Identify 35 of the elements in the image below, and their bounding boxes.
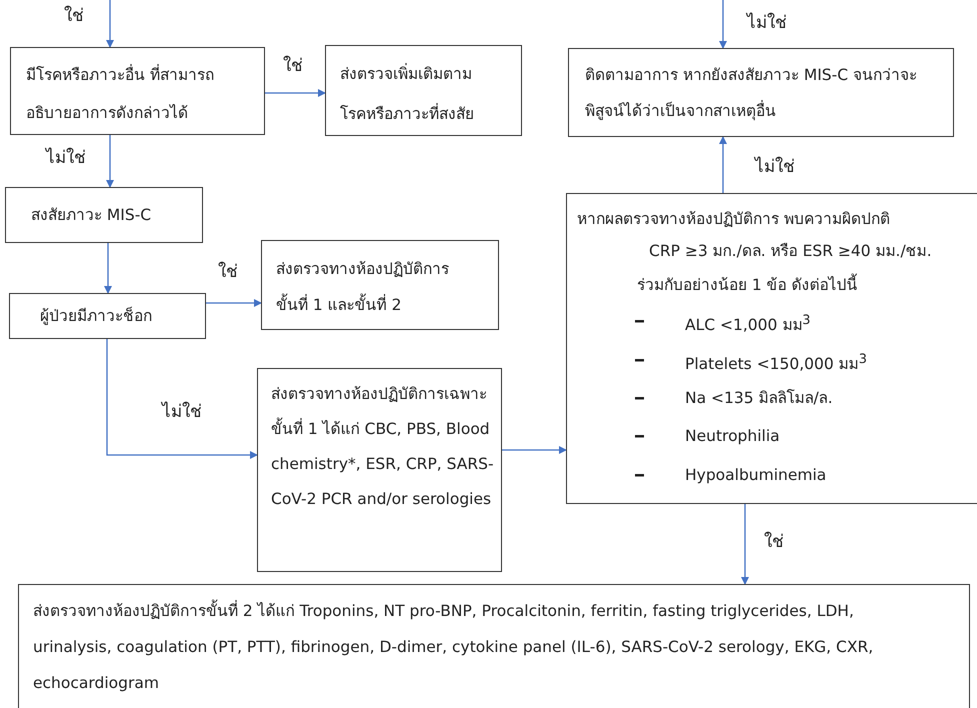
list-item: Na <135 มิลลิโมล/ล. xyxy=(685,388,833,409)
list-item: ALC <1,000 มม$^{3}$ xyxy=(685,312,810,336)
box-text: ร่วมกับอย่างน้อย 1 ข้อ ดังต่อไปนี้ xyxy=(637,272,858,298)
arrow xyxy=(741,504,749,585)
list-item: Platelets <150,000 มม$^{3}$ xyxy=(685,351,867,376)
box-text: ส่งตรวจทางห้องปฏิบัติการขั้นที่ 1 และขั้นที่ 2 xyxy=(276,259,450,316)
process-box xyxy=(257,368,502,572)
arrow xyxy=(265,89,326,97)
process-box xyxy=(325,45,522,136)
arrow xyxy=(719,136,727,193)
arrow xyxy=(502,446,567,454)
arrow xyxy=(106,0,114,48)
list-item: Neutrophilia xyxy=(685,426,780,447)
box-text: ติดตามอาการ หากยังสงสัยภาวะ MIS-C จนกว่าจะพิสูจน์ได้ว่าเป็นจากสาเหตุอื่น xyxy=(585,65,918,122)
arrow xyxy=(206,299,262,307)
box-text: ส่งตรวจทางห้องปฏิบัติการเฉพาะขั้นที่ 1 ได้แก่ CBC, PBS, Blood chemistry*, ESR, CRP, SARS-CoV-2 PCR and/or serologies xyxy=(271,384,495,510)
arrow xyxy=(106,135,114,188)
process-box xyxy=(5,187,203,243)
box-text: มีโรคหรือภาวะอื่น ที่สามารถอธิบายอาการดังกล่าวได้ xyxy=(26,63,215,124)
box-text: ส่งตรวจเพิ่มเติมตามโรคหรือภาวะที่สงสัย xyxy=(340,62,475,125)
process-box xyxy=(568,48,954,137)
process-box xyxy=(566,193,977,504)
process-box xyxy=(18,584,970,708)
arrow xyxy=(106,339,258,459)
arrow xyxy=(719,0,727,49)
box-text: CRP ≥3 มก./ดล. หรือ ESR ≥40 มม./ชม. xyxy=(649,241,932,262)
process-box xyxy=(9,293,206,339)
process-box xyxy=(261,240,499,330)
list-item: Hypoalbuminemia xyxy=(685,465,826,486)
box-text: หากผลตรวจทางห้องปฏิบัติการ พบความผิดปกติ xyxy=(577,209,890,230)
box-text: ผู้ป่วยมีภาวะช็อก xyxy=(40,306,153,327)
arrow xyxy=(104,243,112,294)
box-text: ส่งตรวจทางห้องปฏิบัติการขั้นที่ 2 ได้แก่ Troponins, NT pro-BNP, Procalcitonin, ferritin, fasting triglycerides, LDH, urinalysis, coagulation (PT, PTT), fibrinogen, D-dimer, cytokine panel (IL-6), SARS-CoV-2 serology, EKG, CXR, echocardiogram xyxy=(33,593,933,701)
box-text: สงสัยภาวะ MIS-C xyxy=(31,205,152,226)
process-box xyxy=(10,47,265,135)
